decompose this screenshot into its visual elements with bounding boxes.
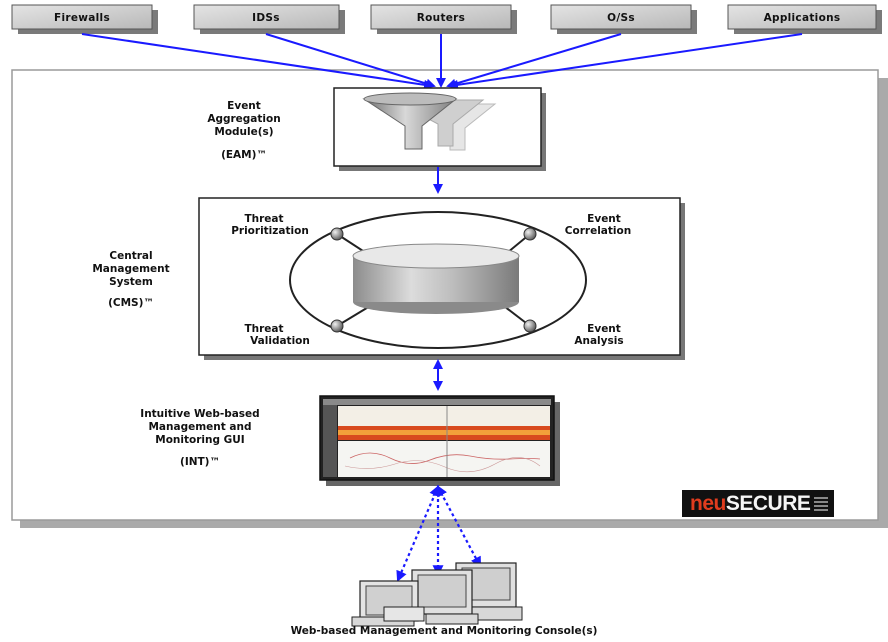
int-line3: Monitoring GUI — [155, 434, 244, 446]
computer-icon-1 — [351, 580, 425, 627]
int-abbr: (INT)™ — [180, 456, 220, 468]
source-oss-label: O/Ss — [607, 12, 635, 24]
eam-line2: Aggregation — [207, 113, 280, 125]
brand-secure: SECURE — [725, 491, 811, 515]
source-firewalls-label: Firewalls — [54, 12, 110, 24]
source-applications: Applications — [727, 4, 882, 34]
source-oss: O/Ss — [550, 4, 697, 34]
eam-line1: Event — [227, 100, 261, 112]
cms-ring — [289, 211, 587, 349]
source-arrows — [81, 33, 803, 90]
node-validation-line1: Threat — [244, 323, 283, 335]
node-prioritization-line1: Threat — [244, 213, 283, 225]
eam-box — [333, 87, 546, 171]
funnel-icon — [362, 92, 497, 151]
cms-line3: System — [109, 276, 153, 288]
brand-grid-icon — [814, 496, 828, 511]
source-routers: Routers — [370, 4, 517, 34]
console-label: Web-based Management and Monitoring Cons… — [291, 625, 598, 637]
node-validation-line2: Validation — [250, 335, 310, 347]
node-correlation-line2: Correlation — [565, 225, 631, 237]
int-line1: Intuitive Web-based — [140, 408, 259, 420]
cms-line1: Central — [109, 250, 152, 262]
node-correlation-line1: Event — [587, 213, 621, 225]
int-line2: Management and — [148, 421, 251, 433]
brand-neu: neu — [690, 491, 726, 515]
cms-abbr: (CMS)™ — [108, 297, 154, 309]
source-idss: IDSs — [193, 4, 345, 34]
source-applications-label: Applications — [764, 12, 841, 24]
node-prioritization-icon — [330, 227, 344, 241]
eam-abbr: (EAM)™ — [221, 149, 267, 161]
source-idss-label: IDSs — [252, 12, 280, 24]
source-firewalls: Firewalls — [11, 4, 158, 34]
node-analysis-icon — [523, 319, 537, 333]
source-routers-label: Routers — [417, 12, 465, 24]
database-icon — [352, 243, 520, 314]
node-analysis-line1: Event — [587, 323, 621, 335]
node-correlation-icon — [523, 227, 537, 241]
cms-box — [198, 197, 685, 360]
node-prioritization-line2: Prioritization — [231, 225, 309, 237]
node-validation-icon — [330, 319, 344, 333]
console-arrows — [396, 484, 482, 583]
node-analysis-line2: Analysis — [574, 335, 623, 347]
gui-screenshot — [319, 395, 560, 486]
cms-line2: Management — [92, 263, 169, 275]
eam-line3: Module(s) — [214, 126, 273, 138]
